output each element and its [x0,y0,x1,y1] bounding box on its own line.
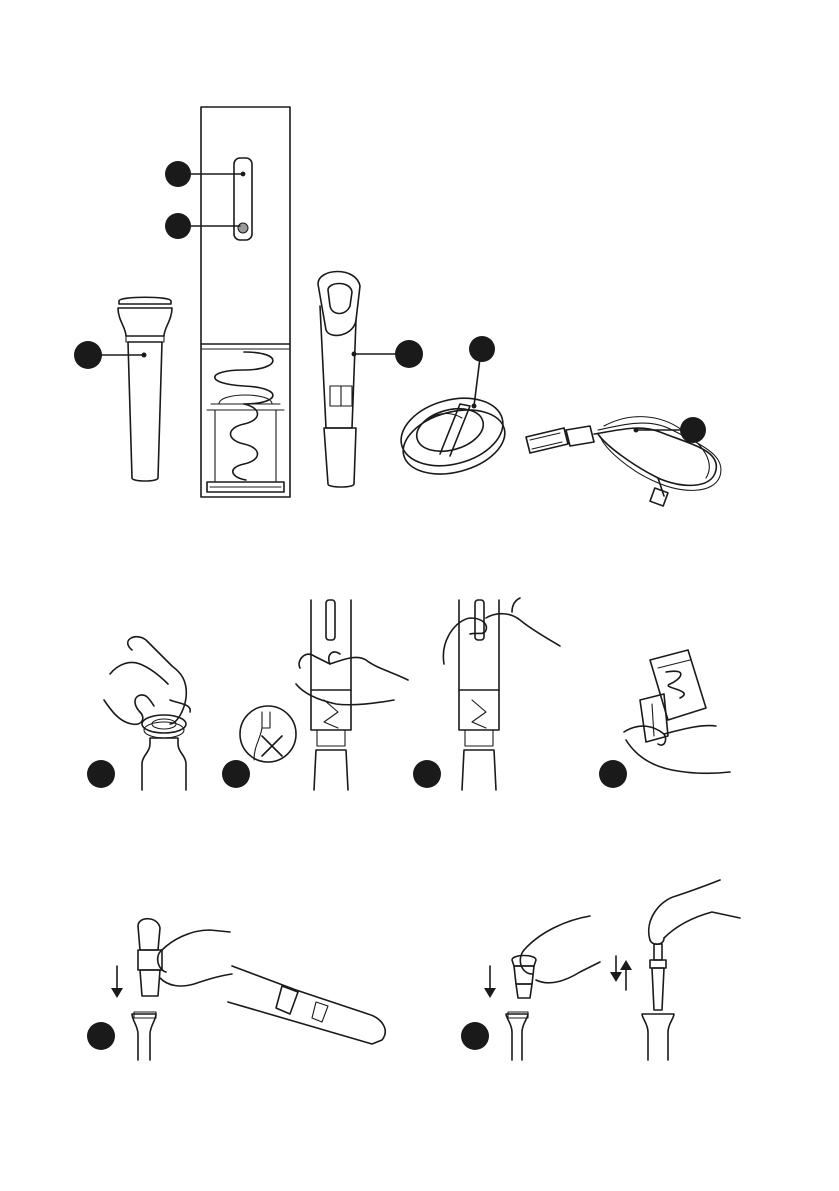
hand-icon [443,598,560,664]
corkscrew-opener-icon [201,107,290,497]
hand-icon [104,637,190,725]
operation-button-icon [238,223,248,233]
foil-cutter-callout [469,336,495,362]
cross-mark-icon [240,706,296,762]
step-remove-cork [599,650,730,788]
steps-row-2 [87,880,740,1060]
hand-icon [649,880,740,944]
step-reverse-release [413,598,560,790]
step-aerator-pour [87,919,385,1060]
wine-bottle-icon [228,966,385,1044]
arrow-down-icon [484,966,496,998]
product-overview [74,107,721,506]
steps-row-1 [87,598,730,790]
vacuum-stopper-icon [92,297,172,481]
foil-cutter-icon [393,358,512,484]
arrow-up-down-icon [610,956,632,990]
step-cut-foil [87,637,190,790]
step-vacuum-seal [461,880,740,1060]
hand-icon [296,652,408,705]
hand-icon [520,916,600,983]
usb-cable-callout [680,417,706,443]
vacuum-stopper-callout [74,341,102,369]
button-callout [165,213,240,239]
aerator-callout [395,340,423,368]
wine-aerator-icon [318,272,404,488]
hand-icon [158,930,232,986]
power-indicator-callout [165,161,243,187]
step-insert-opener [222,600,408,790]
arrow-down-icon [111,966,123,998]
hand-icon [624,726,730,774]
